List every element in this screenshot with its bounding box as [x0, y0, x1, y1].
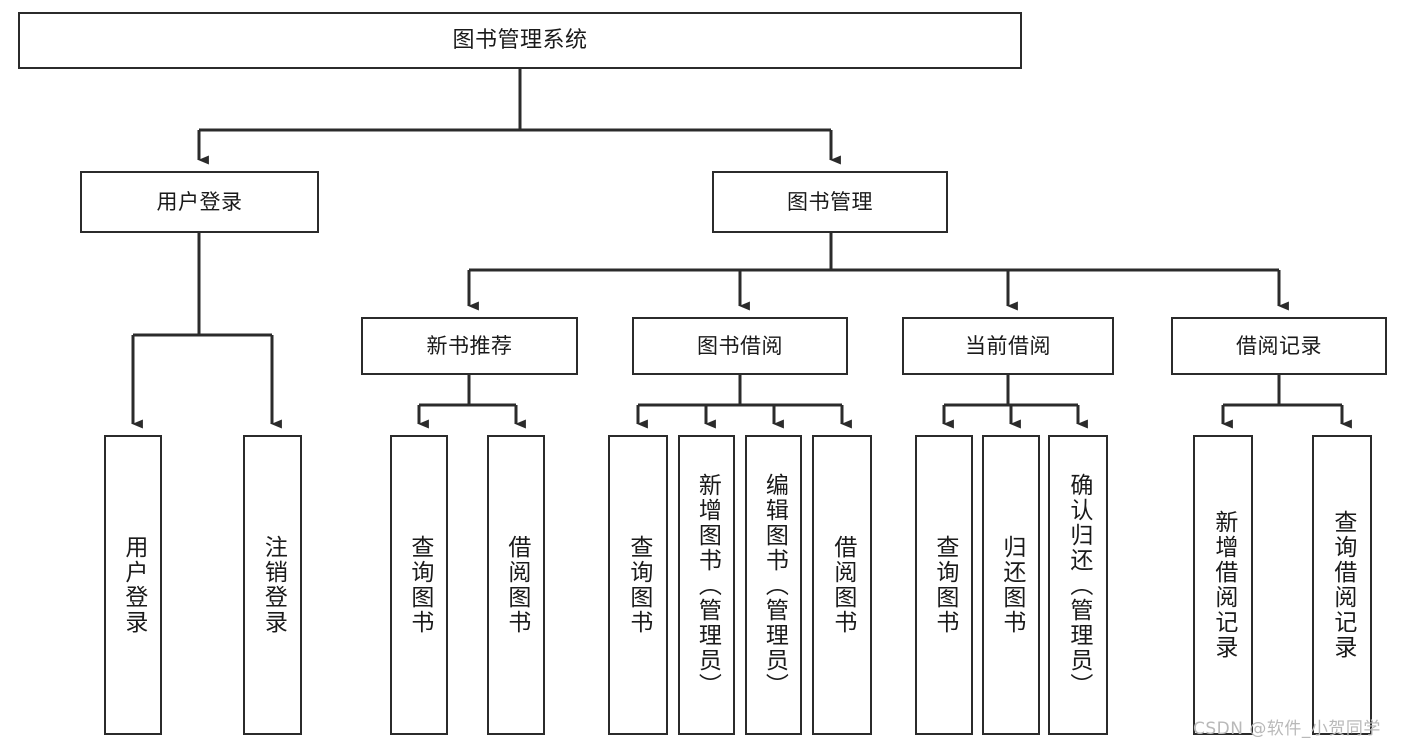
leaf-query-book-new[interactable]: 查询图书 — [390, 435, 448, 735]
leaf-return-book-label: 归还图书 — [998, 535, 1025, 635]
node-book-management[interactable]: 图书管理 — [712, 171, 948, 233]
node-new-book-recommend-label: 新书推荐 — [426, 333, 513, 358]
node-book-borrow[interactable]: 图书借阅 — [632, 317, 848, 375]
leaf-confirm-return-admin-label: 确认归还（管理员） — [1065, 472, 1092, 698]
node-user-login-label: 用户登录 — [156, 189, 243, 214]
leaf-query-book-borrow[interactable]: 查询图书 — [608, 435, 668, 735]
leaf-query-book-new-label: 查询图书 — [406, 535, 433, 635]
leaf-confirm-return-admin[interactable]: 确认归还（管理员） — [1048, 435, 1108, 735]
leaf-add-borrow-record-label: 新增借阅记录 — [1210, 510, 1237, 660]
leaf-borrow-book-new-label: 借阅图书 — [503, 535, 530, 635]
leaf-edit-book-admin[interactable]: 编辑图书（管理员） — [745, 435, 802, 735]
node-user-login[interactable]: 用户登录 — [80, 171, 319, 233]
node-book-management-label: 图书管理 — [787, 189, 873, 214]
leaf-edit-book-admin-label: 编辑图书（管理员） — [761, 472, 788, 698]
node-root-label: 图书管理系统 — [452, 27, 588, 53]
leaf-add-borrow-record[interactable]: 新增借阅记录 — [1193, 435, 1253, 735]
csdn-watermark: CSDN @软件_小贺同学 — [1193, 719, 1381, 739]
node-root[interactable]: 图书管理系统 — [18, 12, 1022, 69]
leaf-borrow-book-new[interactable]: 借阅图书 — [487, 435, 545, 735]
leaf-add-book-admin-label: 新增图书（管理员） — [694, 472, 721, 698]
node-current-borrow[interactable]: 当前借阅 — [902, 317, 1114, 375]
leaf-add-book-admin[interactable]: 新增图书（管理员） — [678, 435, 735, 735]
node-borrow-records[interactable]: 借阅记录 — [1171, 317, 1387, 375]
leaf-query-borrow-record-label: 查询借阅记录 — [1329, 510, 1356, 660]
leaf-user-login-label: 用户登录 — [120, 535, 147, 635]
leaf-query-book-current[interactable]: 查询图书 — [915, 435, 973, 735]
leaf-borrow-book-label: 借阅图书 — [829, 535, 856, 635]
leaf-logout[interactable]: 注销登录 — [243, 435, 302, 735]
leaf-user-login[interactable]: 用户登录 — [104, 435, 162, 735]
leaf-query-book-borrow-label: 查询图书 — [625, 535, 652, 635]
leaf-query-borrow-record[interactable]: 查询借阅记录 — [1312, 435, 1372, 735]
leaf-borrow-book[interactable]: 借阅图书 — [812, 435, 872, 735]
leaf-logout-label: 注销登录 — [260, 535, 287, 635]
node-current-borrow-label: 当前借阅 — [965, 333, 1051, 358]
node-borrow-records-label: 借阅记录 — [1236, 333, 1322, 358]
node-new-book-recommend[interactable]: 新书推荐 — [361, 317, 578, 375]
leaf-return-book[interactable]: 归还图书 — [982, 435, 1040, 735]
leaf-query-book-current-label: 查询图书 — [931, 535, 958, 635]
node-book-borrow-label: 图书借阅 — [697, 333, 783, 358]
